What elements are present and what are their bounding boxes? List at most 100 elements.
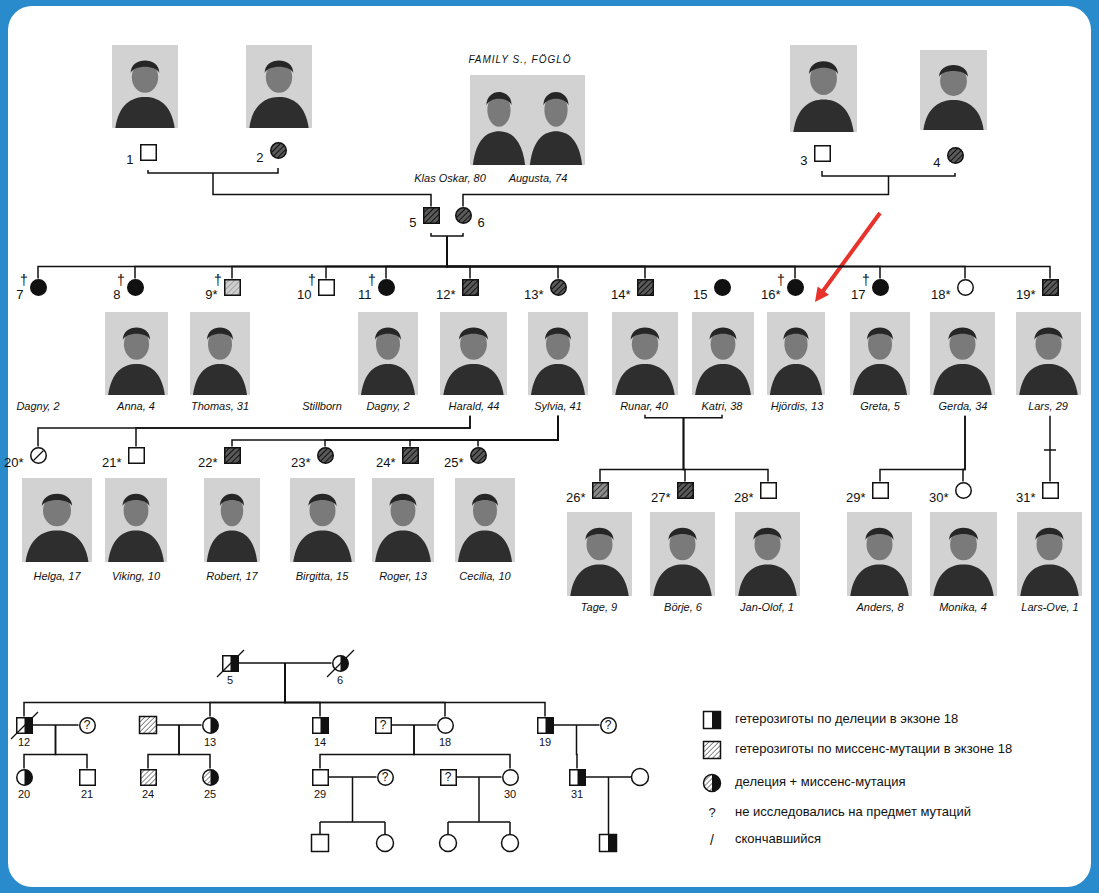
individual-number: 3	[800, 154, 807, 169]
portrait-photo	[692, 312, 754, 395]
pedigree-circle: 18	[437, 717, 454, 734]
individual-number: 1	[126, 153, 133, 168]
portrait-photo	[22, 478, 92, 562]
symbol-outline	[224, 447, 240, 463]
symbol-part	[787, 279, 803, 295]
symbol-part	[140, 144, 156, 160]
legend-text: гетерозиготы по делеции в экзоне 18	[735, 712, 958, 727]
square-symbol	[760, 482, 777, 499]
individual-name: Lars, 29	[1028, 400, 1068, 413]
symbol-part	[16, 769, 32, 785]
symbol-outline	[202, 769, 218, 785]
individual-number: 13	[204, 736, 216, 749]
portrait-photo	[1016, 312, 1081, 395]
circle-symbol	[502, 769, 519, 786]
individual-name: Anna, 4	[117, 400, 155, 413]
pedigree-square: 10Stillborn	[318, 279, 335, 296]
unknown-mark: ?	[440, 769, 457, 786]
circle-symbol	[502, 835, 519, 852]
portrait-photo	[105, 478, 167, 562]
individual-number: 13*	[524, 288, 544, 303]
pedigree-square: 26*Tage, 9	[592, 482, 609, 499]
individual-number: 19*	[1016, 288, 1036, 303]
portrait-photo	[190, 312, 250, 395]
pedigree-circle: ?	[377, 769, 394, 786]
symbol-part	[378, 279, 394, 295]
individual-name: Robert, 17	[206, 570, 257, 583]
symbol-part	[577, 769, 585, 785]
pedigree-line	[447, 236, 795, 279]
symbol-outline	[377, 769, 393, 785]
pedigree-square: ?	[440, 769, 457, 786]
pedigree-circle: 25*Cecilia, 10	[470, 447, 487, 464]
portrait-photo	[920, 50, 987, 130]
pedigree-square: 3	[814, 145, 831, 162]
symbol-outline	[760, 482, 776, 498]
individual-number: 30	[504, 788, 516, 801]
symbol-outline	[224, 279, 240, 295]
square-symbol	[79, 769, 96, 786]
circle-symbol	[202, 769, 219, 786]
pedigree-circle: 16*Hjördis, 13	[787, 279, 804, 296]
symbol-part	[455, 207, 471, 223]
individual-number: 8	[113, 288, 120, 303]
individual-name: Stillborn	[302, 400, 342, 413]
pedigree-line	[24, 663, 285, 717]
pedigree-line	[232, 236, 447, 279]
symbol-outline	[79, 769, 95, 785]
individual-number: 23*	[291, 456, 311, 471]
symbol-part	[318, 279, 334, 295]
symbol-part	[537, 717, 553, 733]
symbol-part	[947, 147, 963, 163]
symbol-part	[592, 482, 608, 498]
individual-name: Roger, 13	[379, 570, 427, 583]
pedigree-circle: 6	[332, 655, 349, 672]
square-symbol	[312, 717, 329, 734]
individual-number: 14	[314, 736, 326, 749]
individual-number: 22*	[198, 456, 218, 471]
unknown-mark: ?	[375, 717, 392, 734]
symbol-outline	[872, 279, 888, 295]
symbol-outline	[30, 447, 46, 463]
circle-symbol	[455, 207, 472, 224]
circle-symbol	[470, 447, 487, 464]
symbol-outline	[378, 279, 394, 295]
square-symbol	[312, 769, 329, 786]
symbol-outline	[423, 207, 439, 223]
descent-line	[448, 777, 510, 835]
symbol-part	[312, 769, 328, 785]
portrait-photo	[612, 312, 678, 395]
pedigree-square: 1	[140, 144, 157, 161]
legend-sample	[704, 712, 721, 729]
pedigree-line	[447, 236, 470, 279]
symbol-outline	[402, 447, 418, 463]
legend-text: гетерозиготы по миссенс-мутации в экзоне…	[735, 742, 1012, 757]
individual-number: 15	[693, 288, 707, 303]
pedigree-circle: 13*Sylvia, 41	[550, 279, 567, 296]
individual-number: 30*	[929, 491, 949, 506]
pedigree-line	[457, 776, 502, 778]
portrait-photo	[528, 312, 588, 395]
pedigree-circle: 4	[947, 147, 964, 164]
individual-number: 25	[204, 788, 216, 801]
square-symbol	[140, 769, 157, 786]
portrait-photo	[735, 512, 800, 596]
symbol-outline	[569, 769, 585, 785]
pedigree-line	[478, 416, 558, 447]
pedigree-circle: 6	[455, 207, 472, 224]
portrait-photo	[847, 512, 912, 596]
pedigree-square: 14*Runar, 40	[637, 279, 654, 296]
pedigree-square: 19*Lars, 29	[1042, 279, 1059, 296]
pedigree-square: 28*Jan-Olof, 1	[760, 482, 777, 499]
portrait-photo	[246, 45, 312, 128]
deceased-mark: †	[368, 272, 376, 288]
pedigree-square: 24	[140, 769, 157, 786]
individual-name: Jan-Olof, 1	[740, 601, 794, 614]
individual-number: 20*	[4, 456, 24, 471]
unknown-mark: ?	[600, 717, 617, 734]
symbol-part	[79, 769, 95, 785]
square-symbol	[222, 655, 239, 672]
symbol-part	[872, 279, 888, 295]
legend-symbol: ?	[708, 806, 715, 821]
deceased-mark: †	[117, 272, 125, 288]
